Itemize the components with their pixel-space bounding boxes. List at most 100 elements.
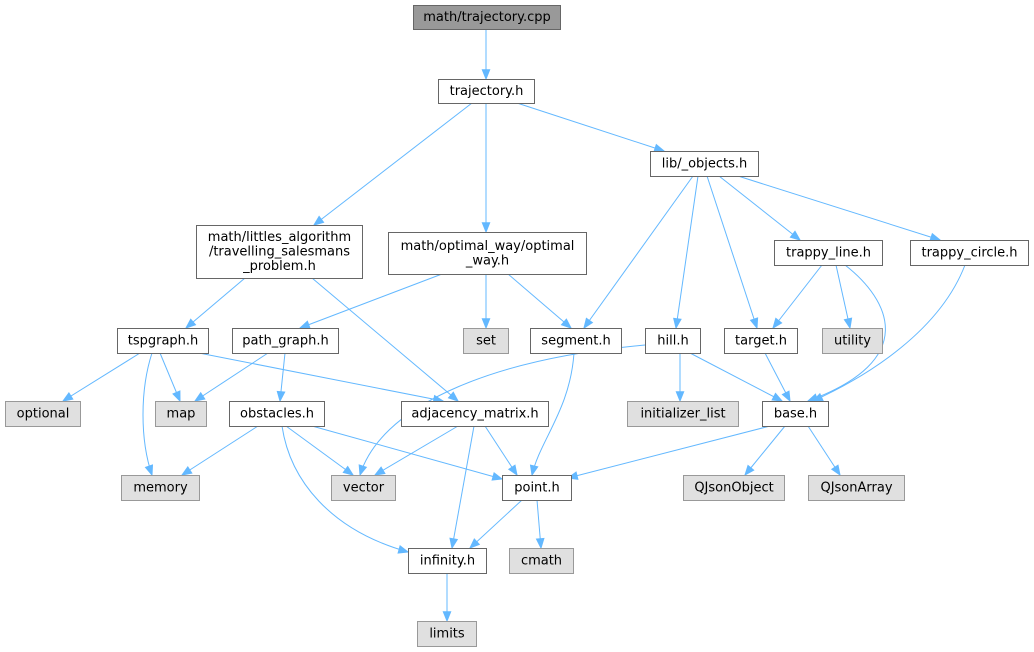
arrowhead-icon bbox=[507, 464, 518, 477]
edge-line bbox=[583, 175, 694, 329]
node-trajectory-h[interactable]: trajectory.h bbox=[438, 79, 535, 104]
node-trajectory-cpp[interactable]: math/trajectory.cpp bbox=[413, 5, 561, 30]
node-label: vector bbox=[343, 481, 385, 496]
node-box bbox=[650, 151, 759, 177]
arrowhead-icon bbox=[583, 317, 594, 330]
node-label: math/optimal_way/optimal bbox=[401, 239, 575, 254]
node-label: path_graph.h bbox=[242, 334, 328, 349]
node-target[interactable]: target.h bbox=[724, 328, 798, 354]
arrowhead-icon bbox=[172, 390, 181, 403]
node-lib-objects[interactable]: lib/_objects.h bbox=[650, 151, 759, 177]
node-path-graph[interactable]: path_graph.h bbox=[232, 328, 339, 354]
node-box bbox=[910, 240, 1029, 266]
arrowhead-icon bbox=[61, 392, 74, 402]
node-box bbox=[117, 328, 209, 354]
node-point[interactable]: point.h bbox=[502, 475, 572, 501]
arrowhead-icon bbox=[653, 143, 666, 153]
edge-line bbox=[285, 425, 354, 476]
node-label: adjacency_matrix.h bbox=[411, 407, 538, 422]
edge-line bbox=[181, 425, 259, 476]
arrowhead-icon bbox=[929, 232, 942, 242]
edge-line bbox=[194, 352, 269, 402]
node-label: trappy_line.h bbox=[786, 246, 871, 261]
node-label: trappy_circle.h bbox=[921, 246, 1017, 261]
edge-point-to-infinity bbox=[469, 499, 523, 549]
arrowhead-icon bbox=[491, 472, 504, 481]
edge-segment-to-point bbox=[529, 352, 575, 477]
node-box bbox=[822, 328, 883, 354]
node-label: point.h bbox=[514, 481, 560, 496]
arrowhead-icon bbox=[781, 390, 791, 403]
edge-point-to-cmath bbox=[535, 499, 545, 550]
edge-path_graph-to-map bbox=[193, 352, 269, 402]
node-trappy-circle[interactable]: trappy_circle.h bbox=[910, 240, 1029, 266]
edge-line bbox=[516, 102, 665, 152]
node-trappy-line[interactable]: trappy_line.h bbox=[774, 240, 883, 266]
node-segment[interactable]: segment.h bbox=[530, 328, 622, 354]
edge-tspgraph-to-optional bbox=[61, 352, 141, 402]
edge-obstacles-to-vector bbox=[285, 425, 355, 476]
arrowhead-icon bbox=[481, 318, 491, 330]
node-label: utility bbox=[834, 334, 871, 349]
node-cmath: cmath bbox=[509, 548, 574, 574]
node-label: _way.h bbox=[465, 253, 509, 268]
node-box bbox=[196, 225, 363, 279]
node-box bbox=[413, 5, 561, 30]
node-box bbox=[388, 232, 587, 275]
edge-obstacles-to-memory bbox=[180, 425, 259, 476]
node-base[interactable]: base.h bbox=[762, 401, 829, 427]
node-infinity[interactable]: infinity.h bbox=[408, 548, 487, 574]
arrowhead-icon bbox=[744, 464, 755, 477]
arrowhead-icon bbox=[529, 464, 539, 477]
edge-hill-to-base bbox=[689, 352, 784, 402]
edge-littles-to-tspgraph bbox=[184, 277, 246, 329]
node-box bbox=[509, 548, 574, 574]
nodes-layer: math/trajectory.cpp trajectory.h lib/_obje… bbox=[5, 5, 1029, 647]
node-box bbox=[808, 475, 905, 501]
node-label: QJsonObject bbox=[694, 481, 773, 496]
edge-trappy_line-to-target bbox=[772, 264, 823, 330]
node-box bbox=[155, 401, 207, 427]
arrowhead-icon bbox=[749, 317, 759, 330]
edge-obstacles-to-infinity bbox=[281, 425, 410, 554]
arrowhead-icon bbox=[675, 391, 685, 403]
arrowhead-icon bbox=[298, 320, 311, 329]
node-box bbox=[232, 328, 339, 354]
arrowhead-icon bbox=[469, 538, 481, 549]
edge-line bbox=[451, 425, 475, 549]
node-adjacency[interactable]: adjacency_matrix.h bbox=[401, 401, 549, 427]
node-box bbox=[121, 475, 200, 501]
node-label: limits bbox=[429, 627, 465, 642]
node-set: set bbox=[463, 328, 509, 354]
arrowhead-icon bbox=[442, 611, 452, 623]
edge-tspgraph-to-memory bbox=[142, 352, 154, 477]
node-littles[interactable]: math/littles_algorithm/travelling_salesm… bbox=[196, 225, 363, 279]
edge-adjacency-to-point bbox=[484, 425, 518, 477]
edge-base-to-qjsonobject bbox=[744, 425, 786, 477]
node-qjsonarray: QJsonArray bbox=[808, 475, 905, 501]
edge-line bbox=[142, 352, 153, 476]
arrowhead-icon bbox=[673, 317, 682, 330]
node-label: memory bbox=[133, 481, 188, 496]
node-hill[interactable]: hill.h bbox=[645, 328, 701, 354]
edge-base-to-point bbox=[566, 425, 771, 480]
edge-lib_objects-to-target bbox=[706, 175, 759, 330]
node-box bbox=[627, 401, 739, 427]
edge-optimal_way-to-set bbox=[481, 274, 491, 330]
node-optimal-way[interactable]: math/optimal_way/optimal_way.h bbox=[388, 232, 587, 275]
node-label: trajectory.h bbox=[450, 84, 524, 99]
node-box bbox=[229, 401, 325, 427]
edge-line bbox=[718, 175, 801, 241]
edge-trajectory_h-to-optimal_way bbox=[481, 103, 491, 234]
node-label: target.h bbox=[735, 334, 787, 349]
node-initializer-list: initializer_list bbox=[627, 401, 739, 427]
node-tspgraph[interactable]: tspgraph.h bbox=[117, 328, 209, 354]
node-box bbox=[408, 548, 487, 574]
node-vector: vector bbox=[331, 475, 396, 501]
node-obstacles[interactable]: obstacles.h bbox=[229, 401, 325, 427]
edge-line bbox=[772, 264, 823, 329]
edge-line bbox=[311, 425, 503, 480]
edge-obstacles-to-point bbox=[311, 425, 504, 481]
node-limits: limits bbox=[417, 621, 477, 647]
